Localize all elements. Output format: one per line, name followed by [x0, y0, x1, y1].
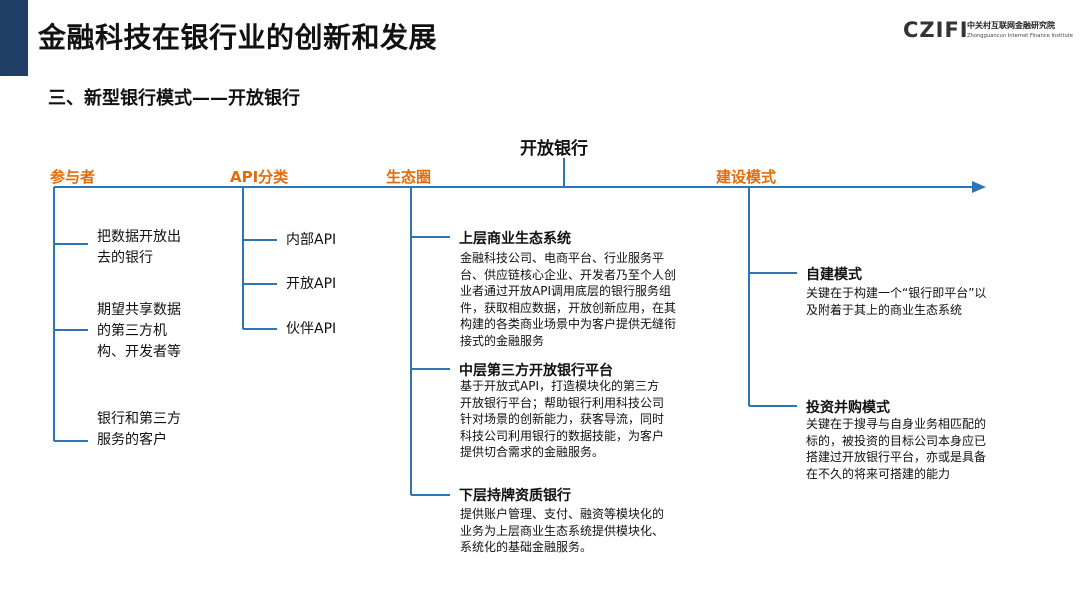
participant-item: 把数据开放出去的银行 [97, 229, 181, 266]
category-ecosystem: 生态圈 [386, 168, 432, 186]
api-item: 伙伴API [286, 321, 337, 337]
logo-english-name: Zhongguancun Internet Finance Institute [967, 33, 1074, 39]
build-mode-text: 关键在于构建一个“银行即平台”以及附着于其上的商业生态系统 [806, 286, 987, 317]
ecosystem-item-heading: 上层商业生态系统 [459, 231, 571, 247]
ecosystem-item-text: 提供账户管理、支付、融资等模块化的业务为上层商业生态系统提供模块化、系统化的基础… [460, 507, 665, 554]
category-participants: 参与者 [50, 168, 96, 186]
czifi-logo: CZIFI 中关村互联网金融研究院 Zhongguancun Internet … [903, 16, 1073, 50]
category-build-mode: 建设模式 [716, 168, 777, 186]
api-item: 开放API [286, 276, 337, 292]
title-accent-bar [0, 0, 28, 76]
build-mode-heading: 自建模式 [806, 267, 862, 283]
participant-item: 期望共享数据的第三方机构、开发者等 [97, 302, 181, 360]
ecosystem-item-text: 基于开放式API，打造模块化的第三方开放银行平台；帮助银行利用科技公司针对场景的… [460, 379, 665, 459]
build-mode-heading: 投资并购模式 [806, 400, 890, 416]
participant-item: 银行和第三方服务的客户 [97, 411, 181, 448]
slide-title: 金融科技在银行业的创新和发展 [38, 21, 438, 54]
ecosystem-item-text: 金融科技公司、电商平台、行业服务平台、供应链核心企业、开发者乃至个人创业者通过开… [460, 251, 677, 348]
logo-mark: CZIFI [903, 18, 969, 42]
ecosystem-item-heading: 中层第三方开放银行平台 [459, 363, 613, 379]
logo-chinese-name: 中关村互联网金融研究院 [967, 21, 1055, 30]
build-mode-text: 关键在于搜寻与自身业务相匹配的标的，被投资的目标公司本身应已搭建过开放银行平台，… [806, 417, 987, 481]
root-node-label: 开放银行 [520, 139, 588, 159]
category-api: API分类 [230, 168, 289, 186]
ecosystem-item-heading: 下层持牌资质银行 [459, 488, 571, 504]
section-title: 三、新型银行模式——开放银行 [48, 88, 300, 109]
api-item: 内部API [286, 232, 337, 248]
axis-arrowhead [972, 181, 986, 193]
